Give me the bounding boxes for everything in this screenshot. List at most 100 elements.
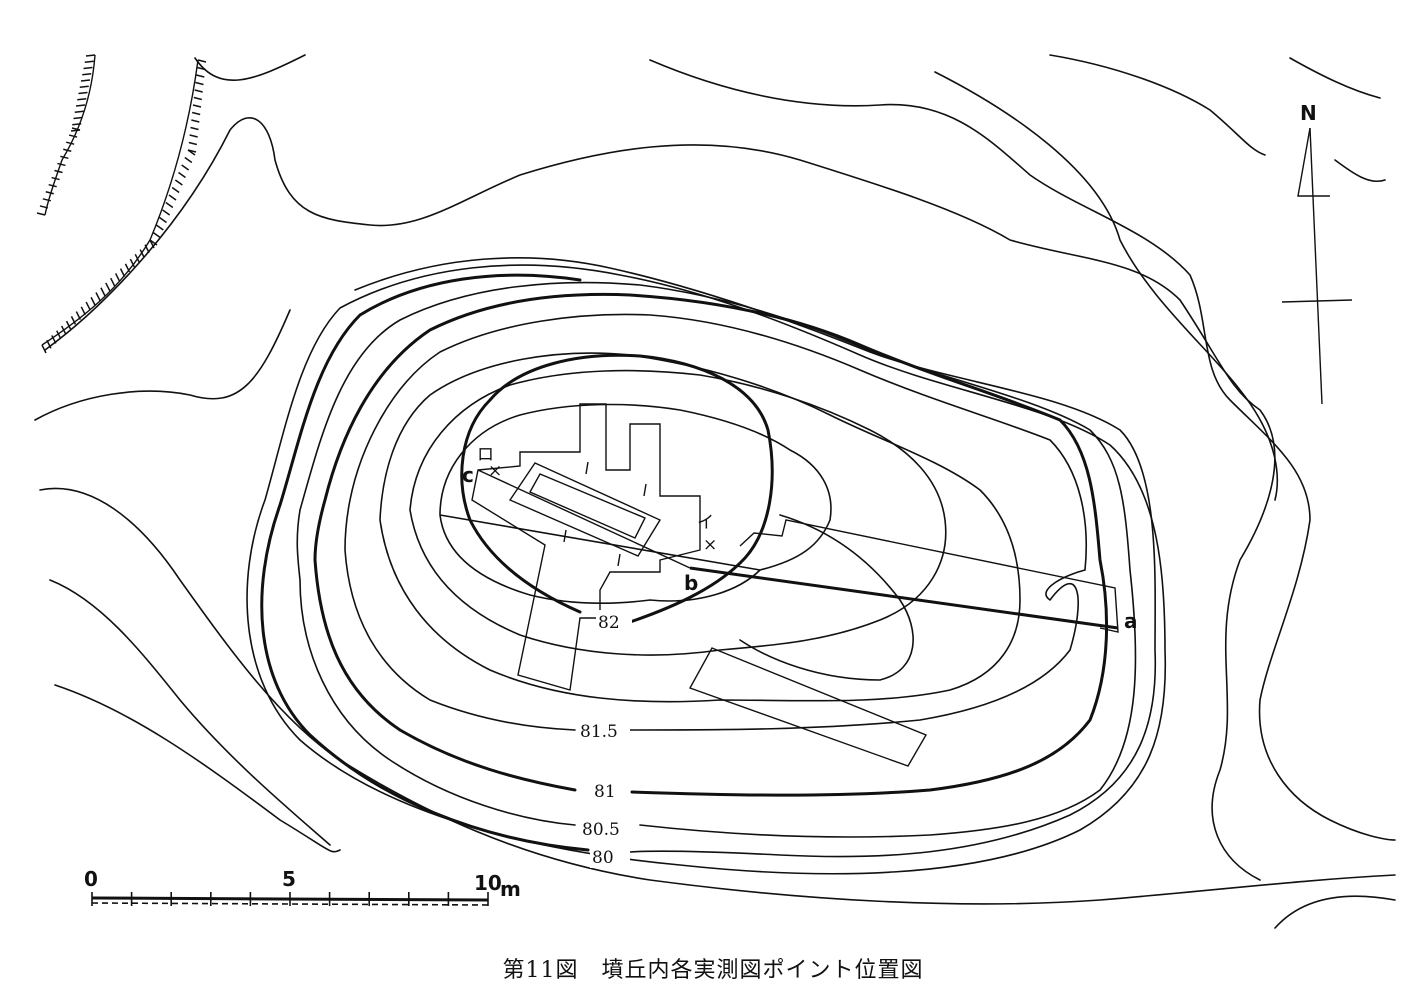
hachure-tick xyxy=(129,258,136,268)
hachure-tick xyxy=(75,311,82,320)
north-arrow-head xyxy=(1297,127,1330,197)
trench-main xyxy=(471,403,701,691)
hachure-scarps xyxy=(36,54,207,354)
hachure-tick xyxy=(174,179,183,186)
hachure-tick xyxy=(41,344,47,354)
hachure-tick xyxy=(197,59,207,63)
hachure-tick xyxy=(80,306,86,316)
coffin-outline xyxy=(529,473,646,539)
hachure-tick xyxy=(171,186,180,194)
contour-inner-1 xyxy=(379,352,1021,703)
hachure-tick xyxy=(39,205,49,209)
tick-mark-2 xyxy=(643,483,647,497)
trench-inner-rect xyxy=(508,462,662,557)
hachure-tick xyxy=(63,148,72,152)
section-line xyxy=(477,469,1119,630)
contour-82 xyxy=(460,353,774,624)
hachure-tick xyxy=(124,263,131,273)
hachure-tick xyxy=(188,141,198,146)
scale-label-unit: m xyxy=(500,877,521,901)
trench-southeast xyxy=(688,647,928,767)
scarp-line-2 xyxy=(44,54,96,216)
hachure-tick xyxy=(165,201,174,209)
contour-label-81: 81 xyxy=(594,782,616,802)
tick-mark-1 xyxy=(585,461,589,475)
hachure-tick xyxy=(77,98,87,101)
hachure-tick xyxy=(65,141,75,145)
contour-outer-8 xyxy=(934,71,1279,501)
hachure-tick xyxy=(85,301,91,311)
hachure-tick xyxy=(65,320,72,330)
hachure-tick xyxy=(83,66,93,70)
trench-outlines xyxy=(471,403,1119,767)
hachure-tick xyxy=(192,104,202,108)
hachure-tick xyxy=(191,119,200,123)
hachure-tick xyxy=(71,127,81,131)
hachure-tick xyxy=(56,330,62,340)
hachure-tick xyxy=(78,91,88,95)
hachure-tick xyxy=(82,73,92,76)
contour-outer-11 xyxy=(1334,159,1386,182)
hachure-tick xyxy=(191,111,201,116)
hachure-tick xyxy=(60,155,69,160)
scale-label-10: 10 xyxy=(474,871,502,895)
hachure-tick xyxy=(51,335,57,344)
contour-outer-10 xyxy=(1289,57,1381,99)
scale-bar-ticks xyxy=(91,892,489,906)
contour-outer-1 xyxy=(194,54,306,82)
scale-label-5: 5 xyxy=(282,867,296,891)
north-arrow-crossbar xyxy=(1281,299,1353,303)
hachure-tick xyxy=(60,325,67,335)
scale-bar-dashes xyxy=(91,902,489,906)
hachure-tick xyxy=(196,74,205,78)
hachure-tick xyxy=(73,116,83,120)
hachure-tick xyxy=(72,123,82,126)
hachure-tick xyxy=(189,134,198,138)
hachure-tick xyxy=(95,292,101,301)
contour-outer-5 xyxy=(49,579,331,846)
hachure-tick xyxy=(190,126,199,131)
contour-label-80-5: 80.5 xyxy=(582,820,620,840)
marker-label-ro: ロ xyxy=(477,445,494,465)
hachure-tick xyxy=(74,110,84,113)
contour-80 xyxy=(260,273,590,852)
hachure-tick xyxy=(51,176,60,181)
hachure-tick xyxy=(196,66,206,71)
contour-label-80: 80 xyxy=(592,848,614,868)
hachure-tick xyxy=(48,183,57,188)
point-label-c: c xyxy=(462,463,474,487)
hachure-tick xyxy=(139,249,145,258)
tick-mark-4 xyxy=(617,553,621,567)
hachure-tick xyxy=(119,268,126,277)
hachure-tick xyxy=(159,216,167,224)
hachure-tick xyxy=(54,169,63,174)
point-labels: a b c イ × ロ × xyxy=(462,445,1138,633)
hachure-tick xyxy=(155,224,164,231)
contour-81-5 xyxy=(344,313,1088,731)
contour-outer-6 xyxy=(54,684,341,853)
hachure-tick xyxy=(195,81,204,86)
contour-outer-3 xyxy=(34,309,291,421)
hachure-tick xyxy=(100,287,106,297)
point-label-b: b xyxy=(684,571,698,595)
north-arrow: N xyxy=(1281,101,1353,405)
contour-labels: 82 81.5 81 80.5 80 xyxy=(578,610,636,868)
contour-outer-9 xyxy=(1049,54,1266,156)
contour-outer-12 xyxy=(1274,895,1396,929)
contour-outer-2 xyxy=(44,117,1276,881)
marker-x-i: × xyxy=(703,535,717,555)
contour-inner-2 xyxy=(409,369,947,656)
marker-label-i: イ xyxy=(697,513,714,533)
hachure-tick xyxy=(193,96,203,101)
scale-label-0: 0 xyxy=(84,867,98,891)
contour-inner-3 xyxy=(439,403,832,605)
point-label-a: a xyxy=(1124,609,1138,633)
hachure-tick xyxy=(42,198,52,202)
hachure-tick xyxy=(79,85,89,88)
hachure-tick xyxy=(70,316,77,325)
hachure-tick xyxy=(184,156,193,164)
contour-inner-4 xyxy=(739,514,914,681)
marker-x-ro: × xyxy=(488,461,502,481)
hachure-tick xyxy=(152,231,161,239)
